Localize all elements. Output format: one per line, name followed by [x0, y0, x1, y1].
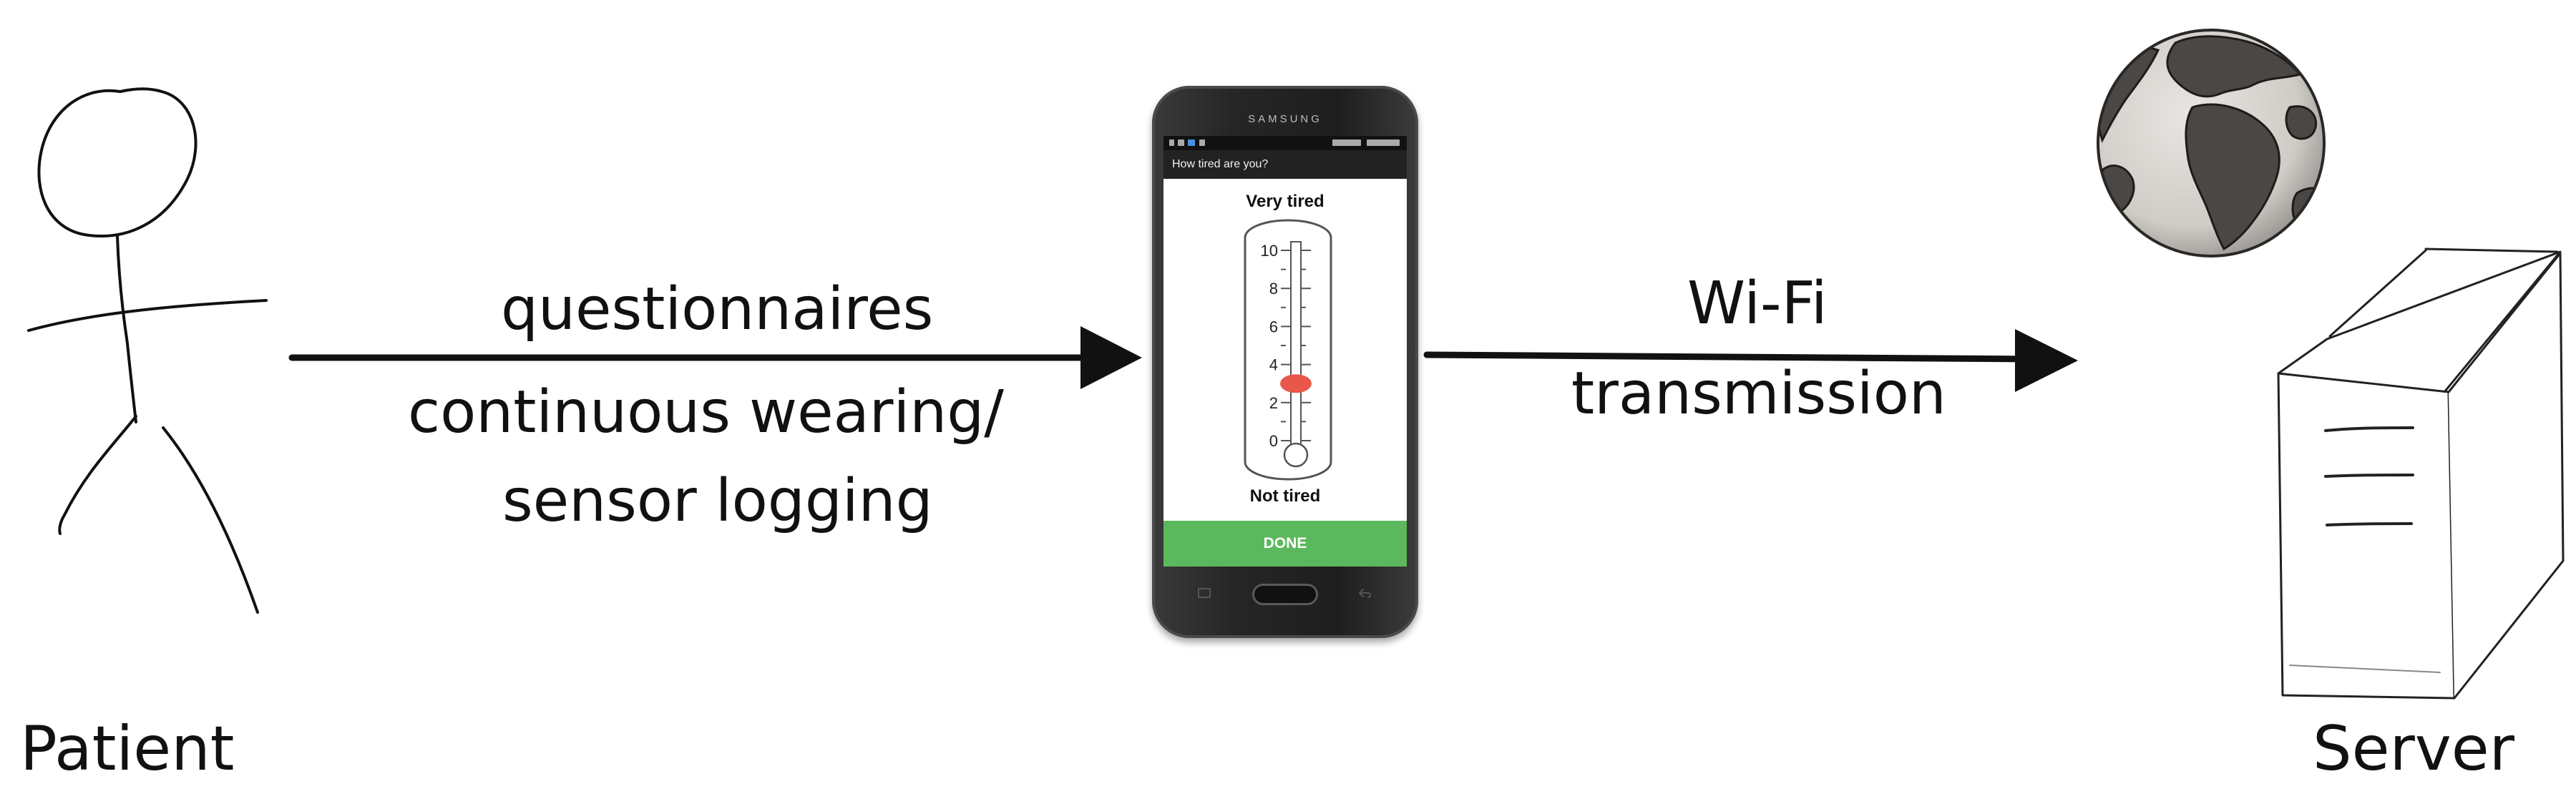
edge-patient-to-smartphone: [288, 326, 1142, 389]
status-icon: [1199, 139, 1205, 146]
status-icon: [1188, 139, 1195, 146]
scale-tick-label: 4: [1269, 356, 1278, 374]
recent-apps-icon[interactable]: [1196, 587, 1212, 599]
scale-ticks: [1281, 250, 1311, 441]
smartphone-icon: SAMSUNG How tired are you? Very tired 10…: [1152, 86, 1418, 638]
signal-icon: [1332, 139, 1361, 146]
stick-figure-icon: [27, 87, 268, 614]
edge-label-continuous-wearing: continuous wearing/: [408, 378, 1004, 446]
edge-label-transmission: transmission: [1571, 360, 1946, 428]
edge-smartphone-to-server: [1423, 329, 2078, 392]
back-icon[interactable]: [1357, 587, 1374, 599]
scale-bottom-label: Not tired: [1249, 486, 1321, 506]
scale-tick-label: 2: [1269, 394, 1278, 412]
scale-tick-label: 10: [1261, 242, 1278, 260]
app-title: How tired are you?: [1163, 150, 1407, 179]
selected-value-marker[interactable]: [1280, 374, 1312, 393]
battery-icon: [1367, 139, 1400, 146]
server-label: Server: [2313, 713, 2515, 785]
done-button[interactable]: DONE: [1163, 521, 1407, 567]
edge-label-wifi: Wi-Fi: [1687, 270, 1828, 338]
scale-tick-labels: 10 8 6 4 2 0: [1261, 242, 1278, 450]
scale-top-label: Very tired: [1246, 192, 1324, 211]
phone-brand-label: SAMSUNG: [1248, 113, 1322, 125]
scale-tick-label: 8: [1269, 280, 1278, 298]
status-icon: [1178, 139, 1184, 146]
scale-tick-label: 6: [1269, 318, 1278, 335]
thermometer-scale[interactable]: 10 8 6 4 2 0: [1163, 213, 1407, 499]
status-icon: [1169, 139, 1174, 146]
thermometer-bulb: [1283, 442, 1309, 468]
phone-screen: How tired are you? Very tired 10 8 6 4 2 0 No…: [1163, 136, 1407, 567]
home-button[interactable]: [1252, 584, 1318, 605]
patient-label: Patient: [20, 713, 235, 785]
scale-tick-label: 0: [1269, 432, 1278, 450]
status-bar: [1163, 136, 1407, 150]
thermometer-outline: [1244, 219, 1332, 481]
edge-label-questionnaires: questionnaires: [501, 275, 934, 343]
edge-label-sensor-logging: sensor logging: [502, 467, 933, 535]
